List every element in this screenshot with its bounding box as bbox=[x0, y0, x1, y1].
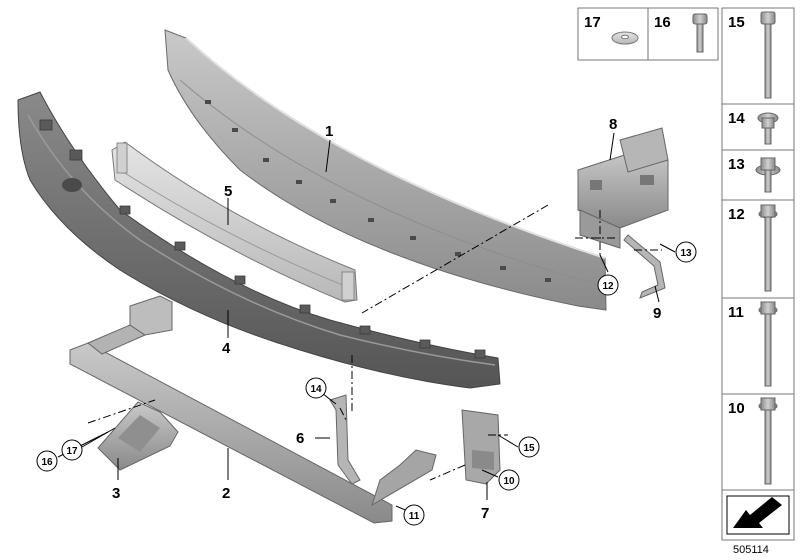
legend-label-15: 15 bbox=[728, 14, 745, 31]
lower-support-frame bbox=[69, 295, 437, 524]
arrow-symbol-icon bbox=[726, 495, 790, 535]
svg-text:17: 17 bbox=[66, 446, 78, 457]
svg-text:16: 16 bbox=[41, 457, 53, 468]
part-label-7: 7 bbox=[481, 505, 489, 522]
flange-bolt-icon bbox=[757, 112, 779, 145]
part-label-4: 4 bbox=[222, 340, 231, 357]
hex-bolt-icon bbox=[758, 204, 778, 292]
part-label-8: 8 bbox=[609, 116, 617, 133]
fastener-legend: 17 16 15 14 13 12 11 10 bbox=[577, 7, 795, 541]
cover-part bbox=[97, 401, 179, 471]
part-label-2: 2 bbox=[222, 485, 230, 502]
energy-absorber bbox=[17, 91, 501, 389]
vertical-bracket bbox=[329, 394, 361, 485]
plate-bracket bbox=[461, 409, 501, 485]
connection-lines bbox=[87, 204, 662, 481]
svg-text:13: 13 bbox=[680, 248, 692, 259]
callout-12: 12 bbox=[597, 274, 619, 296]
screw-icon bbox=[692, 13, 708, 53]
hex-bolt-11-icon bbox=[758, 301, 778, 387]
washer-icon bbox=[611, 31, 639, 45]
legend-label-12: 12 bbox=[728, 206, 745, 223]
callout-11: 11 bbox=[403, 504, 425, 526]
legend-label-10: 10 bbox=[728, 400, 745, 417]
part-label-6: 6 bbox=[296, 430, 304, 447]
crash-box bbox=[577, 127, 669, 249]
legend-label-11: 11 bbox=[728, 304, 744, 321]
part-label-1: 1 bbox=[325, 123, 333, 140]
svg-text:15: 15 bbox=[523, 443, 535, 454]
part-label-9: 9 bbox=[653, 305, 661, 322]
callout-16: 16 bbox=[36, 450, 58, 472]
callout-15: 15 bbox=[518, 436, 540, 458]
document-number: 505114 bbox=[733, 544, 769, 556]
small-bracket bbox=[623, 234, 666, 299]
legend-label-16: 16 bbox=[654, 14, 671, 31]
svg-text:12: 12 bbox=[602, 281, 614, 292]
callout-14: 14 bbox=[305, 377, 327, 399]
legend-label-17: 17 bbox=[584, 14, 601, 31]
svg-text:10: 10 bbox=[503, 476, 515, 487]
svg-text:14: 14 bbox=[310, 384, 322, 395]
flange-nut-icon bbox=[755, 157, 781, 193]
leader-lines bbox=[57, 132, 676, 513]
legend-label-14: 14 bbox=[728, 110, 745, 127]
hex-bolt-10-icon bbox=[758, 397, 778, 485]
callout-17: 17 bbox=[61, 439, 83, 461]
part-label-5: 5 bbox=[224, 183, 232, 200]
legend-label-13: 13 bbox=[728, 156, 745, 173]
part-label-3: 3 bbox=[112, 485, 120, 502]
bumper-carrier-beam bbox=[164, 29, 607, 311]
callout-13: 13 bbox=[675, 241, 697, 263]
long-bolt-icon bbox=[760, 11, 776, 99]
upper-bracket bbox=[111, 141, 358, 303]
svg-text:11: 11 bbox=[409, 511, 420, 522]
callout-10: 10 bbox=[498, 469, 520, 491]
